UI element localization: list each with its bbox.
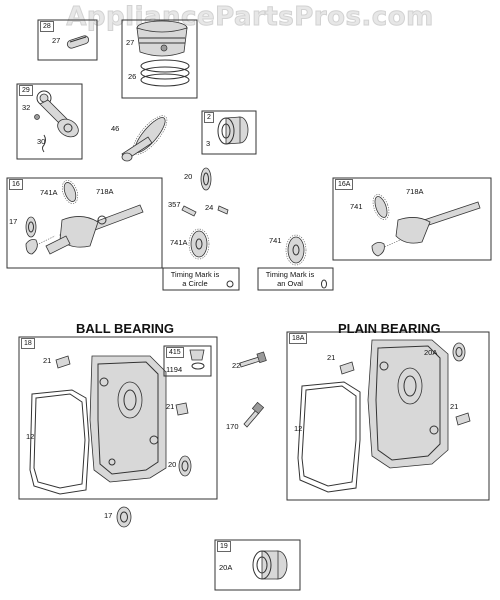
box-number-18A: 18A: [289, 333, 308, 344]
note-timing-oval-line1: Timing Mark is: [265, 270, 315, 279]
box-number-18: 18: [21, 338, 35, 349]
label-21-ball-a: 21: [43, 356, 52, 365]
label-30: 30: [37, 137, 46, 146]
note-timing-oval: Timing Mark is an Oval: [260, 270, 320, 288]
box-16-frame: [6, 177, 163, 269]
crankshaft-16: [25, 180, 144, 255]
bearing-2: [217, 116, 249, 145]
camshaft: [121, 115, 168, 162]
label-46: 46: [111, 124, 120, 133]
bolt-170: [243, 401, 265, 428]
box-19-frame: [214, 539, 301, 591]
label-20-ball: 20: [168, 460, 177, 469]
crankcase-cover-18: [89, 355, 167, 483]
box-number-19: 19: [217, 541, 231, 552]
label-24: 24: [205, 203, 214, 212]
pin-357: [181, 205, 197, 217]
gasket-12b: [297, 381, 361, 493]
bushing-19: [252, 550, 288, 580]
box-28-frame: [37, 19, 98, 61]
pin-24: [217, 205, 229, 215]
box-piston-frame: [121, 19, 198, 99]
box-number-29: 29: [19, 85, 33, 96]
label-32: 32: [22, 103, 31, 112]
label-12-plain: 12: [294, 424, 303, 433]
note-circle-frame: [162, 267, 240, 291]
box-number-415: 415: [166, 347, 184, 358]
timing-circle-symbol: [226, 280, 234, 288]
piston: [136, 20, 188, 57]
box-29-frame: [16, 83, 83, 160]
oil-seal-17b: [116, 506, 132, 528]
label-20A-plain: 20A: [424, 348, 438, 357]
note-timing-circle: Timing Mark is a Circle: [165, 270, 225, 288]
piston-pin: [66, 35, 90, 49]
box-415-frame: [163, 345, 212, 377]
label-21-plain-a: 21: [327, 353, 336, 362]
label-20A-bushing: 20A: [219, 563, 233, 572]
piston-rings: [140, 59, 190, 87]
oil-fill-21b: [175, 402, 189, 416]
label-12-ball: 12: [26, 432, 35, 441]
gasket-12a: [29, 389, 90, 495]
label-741-crank: 741: [350, 202, 363, 211]
label-27-piston: 27: [126, 38, 135, 47]
oil-fill-21a: [55, 355, 71, 369]
box-18-frame: [18, 336, 218, 500]
timing-oval-symbol: [321, 279, 327, 289]
oil-fill-21c: [339, 361, 355, 375]
label-17-ball: 17: [104, 511, 113, 520]
label-170: 170: [226, 422, 239, 431]
bushing-20A: [452, 342, 466, 362]
label-22: 22: [232, 361, 241, 370]
label-3: 3: [206, 139, 211, 148]
label-27-pin: 27: [52, 36, 61, 45]
box-16A-frame: [332, 177, 492, 261]
label-741-gear: 741: [269, 236, 282, 245]
crankshaft-16A: [371, 194, 481, 257]
label-1194: 1194: [166, 365, 183, 374]
box-number-2: 2: [204, 112, 214, 123]
section-ball-bearing: BALL BEARING: [76, 321, 174, 336]
note-timing-circle-line1: Timing Mark is: [170, 270, 220, 279]
oil-seal-20b: [178, 455, 192, 477]
bolt-22: [239, 351, 267, 368]
plug-415: [189, 349, 205, 370]
box-number-16: 16: [9, 179, 23, 190]
label-20-seal: 20: [184, 172, 193, 181]
section-plain-bearing: PLAIN BEARING: [338, 321, 441, 336]
box-number-28: 28: [40, 21, 54, 32]
crankcase-cover-18A: [367, 339, 449, 469]
label-718A-crank: 718A: [96, 187, 114, 196]
box-18A-frame: [286, 331, 490, 501]
oil-fill-21d: [455, 412, 471, 426]
label-741A-crank: 741A: [40, 188, 58, 197]
note-timing-circle-line2: a Circle: [182, 279, 208, 288]
label-741A-gear: 741A: [170, 238, 188, 247]
label-21-plain-b: 21: [450, 402, 459, 411]
note-timing-oval-line2: an Oval: [277, 279, 303, 288]
label-357: 357: [168, 200, 181, 209]
label-17-seal: 17: [9, 217, 18, 226]
watermark: AppliancePartsPros.com: [66, 2, 434, 33]
connecting-rod: [34, 90, 79, 153]
label-718A-crank-16A: 718A: [406, 187, 424, 196]
timing-gear-741A: [188, 228, 210, 260]
oil-seal-20a: [200, 167, 212, 191]
label-26-rings: 26: [128, 72, 137, 81]
label-21-ball-b: 21: [166, 402, 175, 411]
note-oval-frame: [257, 267, 334, 291]
oil-seal-17a: [25, 216, 37, 238]
box-number-16A: 16A: [335, 179, 354, 190]
timing-gear-741: [285, 234, 307, 266]
box-2-frame: [201, 110, 257, 155]
